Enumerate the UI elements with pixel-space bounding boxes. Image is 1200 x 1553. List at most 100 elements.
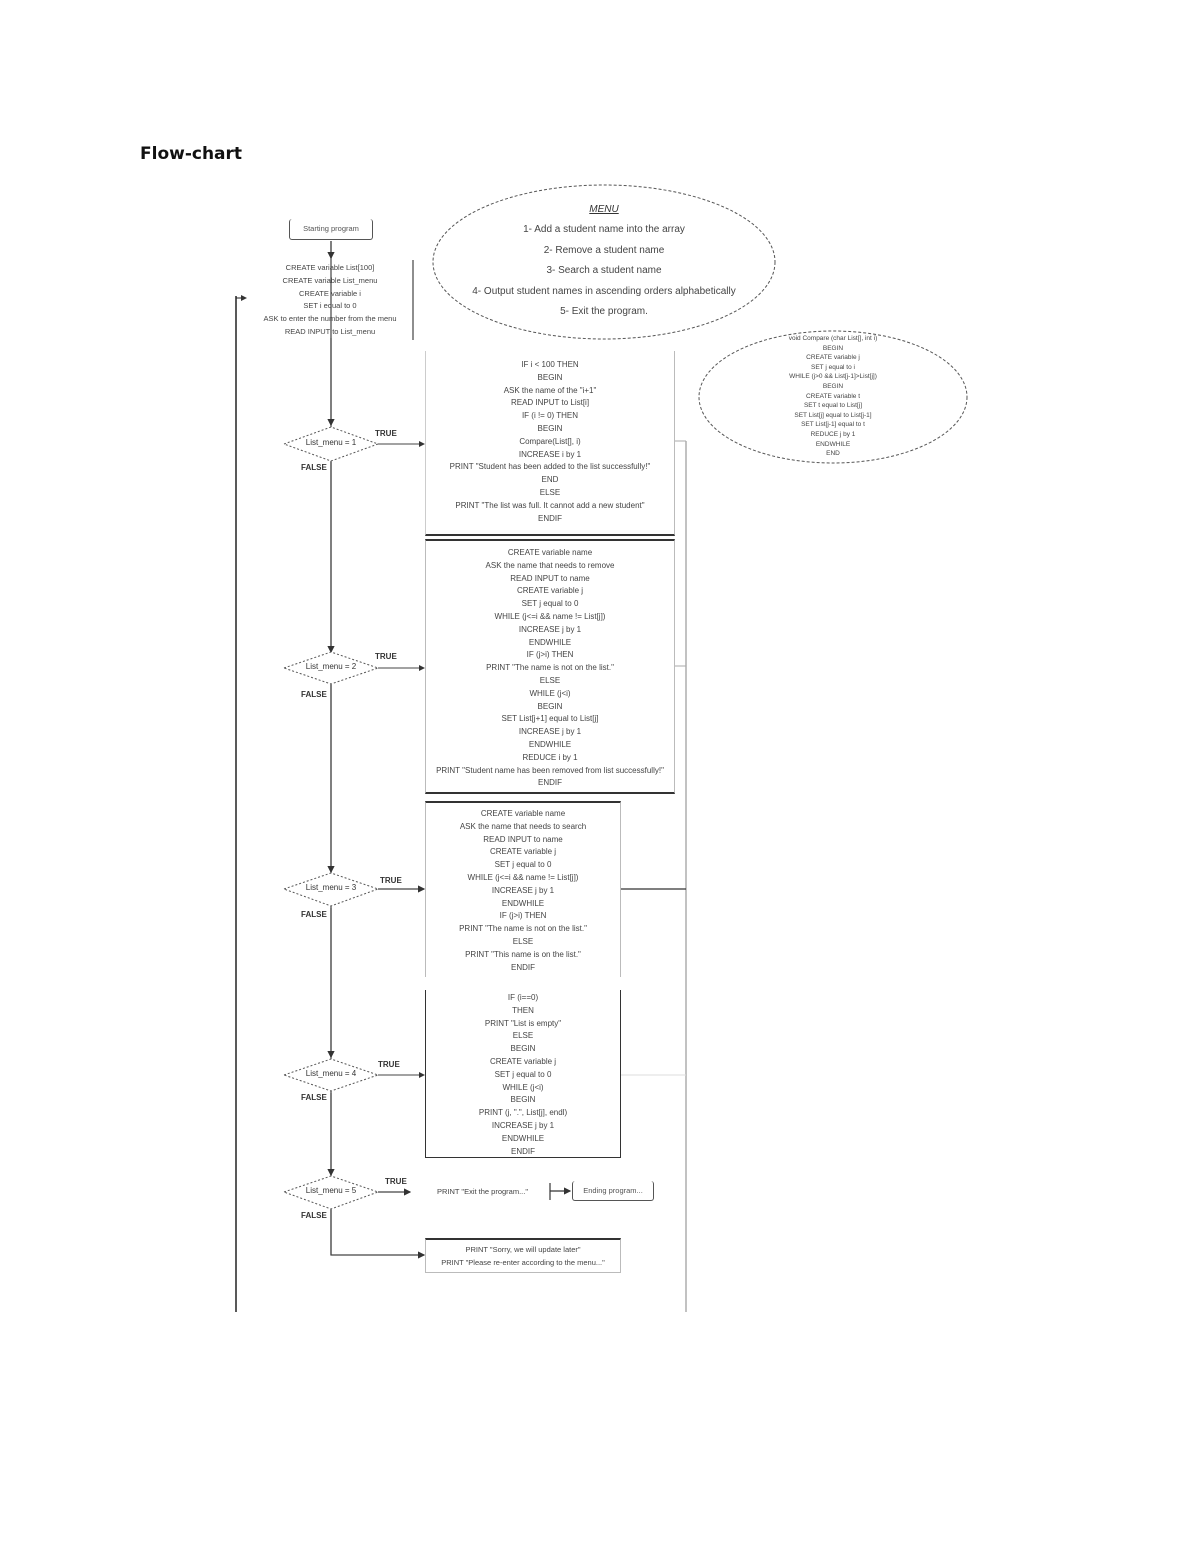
code-line: PRINT "The name is not on the list.": [486, 663, 614, 673]
init-line: READ INPUT to List_menu: [284, 326, 376, 336]
code-line: ELSE: [512, 1031, 534, 1041]
code-line: PRINT "Please re-enter according to the …: [441, 1257, 605, 1267]
compare-line: REDUCE j by 1: [810, 430, 856, 438]
decision-condition: List_menu = 4: [305, 1069, 357, 1078]
code-line: ASK the name that needs to remove: [485, 560, 615, 570]
code-line: PRINT "The name is not on the list.": [459, 924, 587, 934]
code-line: CREATE variable name: [507, 548, 593, 557]
menu-item: 4- Output student names in ascending ord…: [472, 285, 736, 297]
compare-line: WHILE (j>0 && List[j-1]>List[j]): [789, 373, 877, 381]
code-line: ENDWHILE: [528, 739, 572, 749]
process-block-add: IF i < 100 THEN BEGIN ASK the name of th…: [425, 351, 675, 536]
end-terminal-label: Ending program...: [583, 1186, 643, 1195]
code-line: ENDIF: [511, 962, 535, 972]
compare-line: END: [826, 450, 840, 458]
code-line: ENDWHILE: [501, 898, 545, 908]
start-terminal: Starting program: [289, 219, 373, 240]
start-terminal-label: Starting program: [303, 224, 359, 233]
code-line: ASK the name of the "i+1": [503, 385, 597, 395]
code-line: IF (j>i) THEN: [499, 911, 547, 921]
code-line: ENDIF: [511, 1146, 535, 1156]
code-line: PRINT (j, ".", List[j], endl): [478, 1108, 568, 1118]
process-block-remove: CREATE variable name ASK the name that n…: [425, 539, 675, 794]
menu-title: MENU: [589, 204, 619, 215]
compare-function-text: void Compare (char List[], int i) BEGIN …: [740, 334, 926, 459]
code-line: INCREASE j by 1: [518, 624, 582, 634]
code-line: READ INPUT to name: [510, 573, 590, 583]
decision-condition: List_menu = 2: [305, 662, 357, 671]
code-line: CREATE variable j: [516, 586, 584, 596]
init-line: CREATE variable List[100]: [285, 263, 375, 272]
code-line: READ INPUT to List[i]: [510, 398, 590, 408]
code-line: ASK the name that needs to search: [459, 821, 587, 831]
code-line: BEGIN: [510, 1095, 536, 1105]
decision-condition: List_menu = 1: [305, 438, 357, 447]
page-title: Flow-chart: [140, 144, 243, 164]
code-line: SET j equal to 0: [521, 599, 579, 609]
false-label: FALSE: [301, 910, 327, 919]
menu-item: 2- Remove a student name: [543, 244, 665, 256]
compare-line: void Compare (char List[], int i): [788, 335, 878, 342]
code-line: INCREASE j by 1: [518, 727, 582, 737]
code-line: BEGIN: [537, 372, 563, 382]
code-line: ENDWHILE: [501, 1133, 545, 1143]
compare-line: SET j equal to i: [811, 363, 855, 371]
init-line: CREATE variable i: [299, 288, 361, 298]
decision-condition: List_menu = 5: [305, 1186, 357, 1195]
menu-item: 5- Exit the program.: [560, 306, 648, 317]
decision-diamond-3: [282, 872, 380, 907]
false-label: FALSE: [301, 1211, 327, 1220]
code-line: INCREASE j by 1: [491, 1120, 555, 1130]
code-line: ELSE: [539, 675, 561, 685]
code-line: CREATE variable name: [480, 809, 566, 818]
false-label: FALSE: [301, 463, 327, 472]
code-line: PRINT "The list was full. It cannot add …: [455, 500, 645, 510]
false-label: FALSE: [301, 1093, 327, 1102]
decision-diamond-2: [282, 651, 380, 685]
code-line: PRINT "Sorry, we will update later": [465, 1245, 581, 1254]
init-line: CREATE variable List_menu: [282, 275, 378, 285]
default-flow-line: [330, 1210, 426, 1259]
false-label: FALSE: [301, 690, 327, 699]
code-line: ENDWHILE: [528, 637, 572, 647]
code-line: REDUCE i by 1: [522, 752, 578, 762]
code-line: WHILE (j<i): [529, 688, 571, 698]
code-line: IF (i==0): [507, 993, 539, 1002]
code-line: ENDIF: [538, 778, 562, 788]
decision-diamond-5: [282, 1175, 380, 1210]
code-line: WHILE (j<=i && name != List[j]): [494, 611, 606, 621]
true-label: TRUE: [378, 1060, 400, 1069]
code-line: BEGIN: [537, 423, 563, 433]
compare-line: CREATE variable j: [806, 354, 860, 362]
init-line: SET i equal to 0: [303, 301, 357, 311]
compare-line: CREATE variable t: [805, 392, 861, 400]
true-label: TRUE: [385, 1177, 407, 1186]
compare-line: ENDWHILE: [815, 440, 851, 448]
compare-function-ellipse: [698, 330, 968, 464]
menu-ellipse: [432, 184, 776, 340]
code-line: Compare(List[], i): [519, 436, 581, 446]
code-line: CREATE variable j: [489, 1056, 557, 1066]
default-block: PRINT "Sorry, we will update later" PRIN…: [425, 1238, 621, 1273]
code-line: END: [541, 475, 559, 485]
code-line: BEGIN: [537, 701, 563, 711]
code-line: IF i < 100 THEN: [521, 360, 579, 369]
code-line: WHILE (j<=i && name != List[j]): [467, 872, 579, 882]
menu-text: MENU 1- Add a student name into the arra…: [434, 200, 774, 323]
decision-diamond-1: [282, 426, 380, 462]
compare-line: SET t equal to List[j]: [803, 402, 863, 410]
code-line: ELSE: [539, 487, 561, 497]
code-line: CREATE variable j: [489, 847, 557, 857]
code-line: THEN: [512, 1005, 534, 1015]
decision-diamond-4: [282, 1058, 380, 1092]
code-line: READ INPUT to name: [483, 834, 563, 844]
code-line: WHILE (j<i): [502, 1082, 544, 1092]
menu-item: 1- Add a student name into the array: [523, 224, 685, 235]
init-block: CREATE variable List[100] CREATE variabl…: [250, 262, 410, 339]
compare-line: SET List[j] equal to List[j-1]: [794, 411, 872, 419]
code-line: BEGIN: [510, 1044, 536, 1054]
code-line: ELSE: [512, 936, 534, 946]
code-line: SET j equal to 0: [494, 860, 552, 870]
true-label: TRUE: [375, 652, 397, 661]
true-label: TRUE: [380, 876, 402, 885]
